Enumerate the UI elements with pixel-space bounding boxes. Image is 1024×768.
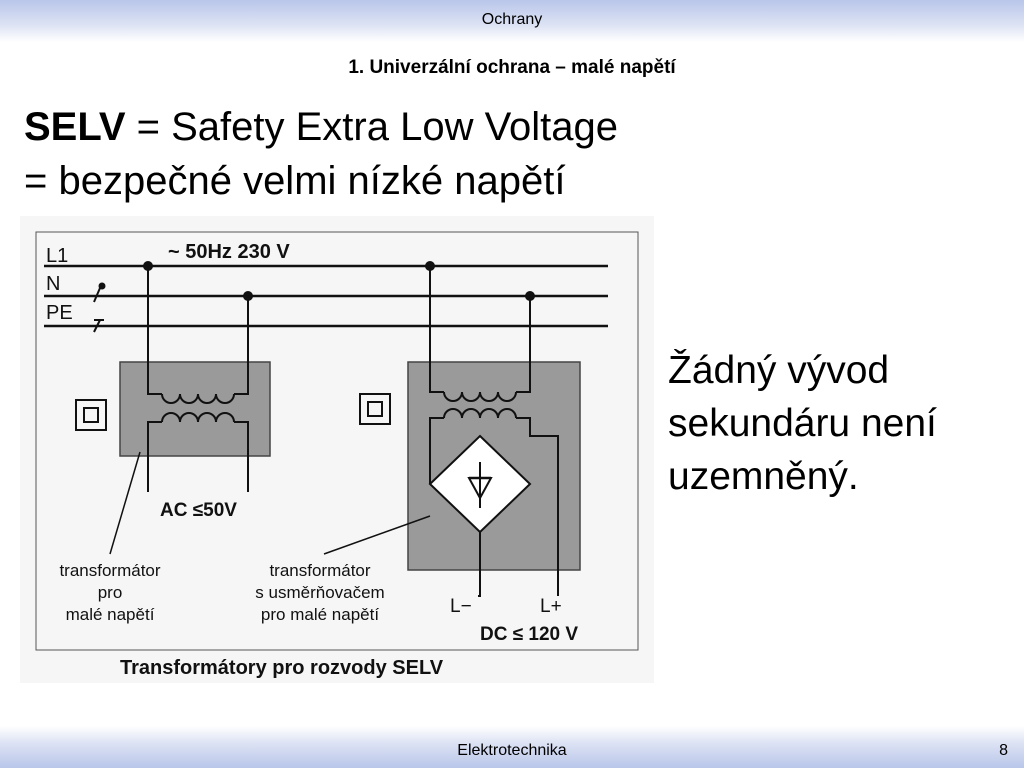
caption-right-1: transformátor: [269, 561, 370, 580]
left-primary-coil: [161, 393, 235, 404]
double-insulation-icon-right: [359, 393, 391, 425]
caption-right-2: s usměrňovačem: [255, 583, 384, 602]
label-pe: PE: [46, 302, 73, 324]
transformer-left-box: [119, 361, 271, 457]
right-primary-lead-2: [516, 296, 531, 393]
slide-subtitle: 1. Univerzální ochrana – malé napětí: [348, 57, 676, 78]
n-mark: [93, 287, 101, 303]
selv-term: SELV: [24, 105, 126, 149]
selv-expansion: = Safety Extra Low Voltage: [125, 105, 619, 149]
selv-diagram-figure: L1 N PE ~ 50Hz 230 V AC ≤50V: [20, 216, 654, 683]
definition-line-1: SELV = Safety Extra Low Voltage: [24, 104, 618, 150]
right-secondary-lead-2: [516, 417, 559, 484]
left-secondary-coil: [161, 412, 235, 423]
caption-left-3: malé napětí: [66, 605, 155, 624]
figure-title: Transformátory pro rozvody SELV: [120, 657, 444, 679]
page-number: 8: [999, 742, 1008, 759]
right-primary-lead-1: [429, 266, 444, 393]
dc-lead-minus: [478, 532, 481, 597]
label-n: N: [46, 273, 60, 295]
dc-label: DC ≤ 120 V: [480, 624, 578, 645]
selv-diagram: L1 N PE ~ 50Hz 230 V AC ≤50V: [35, 231, 639, 679]
left-secondary-lead-1: [147, 421, 162, 492]
footer-course: Elektrotechnika: [457, 742, 567, 759]
pe-mark: [93, 319, 101, 333]
caption-right-3: pro malé napětí: [261, 605, 379, 624]
header-title: Ochrany: [481, 11, 543, 28]
ac-label: AC ≤50V: [160, 500, 237, 521]
footer-band: [0, 726, 1024, 768]
leader-right: [323, 515, 431, 555]
right-secondary-coil: [443, 408, 517, 419]
double-insulation-icon-left-inner: [83, 407, 99, 423]
n-mark-dot: [98, 282, 106, 290]
terminal-minus: L−: [450, 596, 472, 617]
caption-left-1: transformátor: [59, 561, 160, 580]
side-note: Žádný vývod sekundáru není uzemněný.: [668, 349, 937, 498]
label-l1: L1: [46, 245, 68, 267]
header-band: [0, 0, 1024, 42]
double-insulation-icon-left: [75, 399, 107, 431]
terminal-plus: L+: [540, 596, 562, 617]
left-primary-lead-1: [147, 266, 162, 395]
double-insulation-icon-right-inner: [367, 401, 383, 417]
right-secondary-lead-1: [429, 417, 444, 484]
diagram-frame: [35, 231, 639, 651]
definition-line-2: = bezpečné velmi nízké napětí: [24, 159, 566, 203]
leader-left: [109, 451, 141, 555]
right-primary-coil: [443, 391, 517, 402]
left-primary-lead-2: [234, 296, 249, 395]
left-secondary-lead-2: [234, 421, 249, 492]
caption-left-2: pro: [98, 583, 123, 602]
supply-label: ~ 50Hz 230 V: [168, 241, 290, 263]
